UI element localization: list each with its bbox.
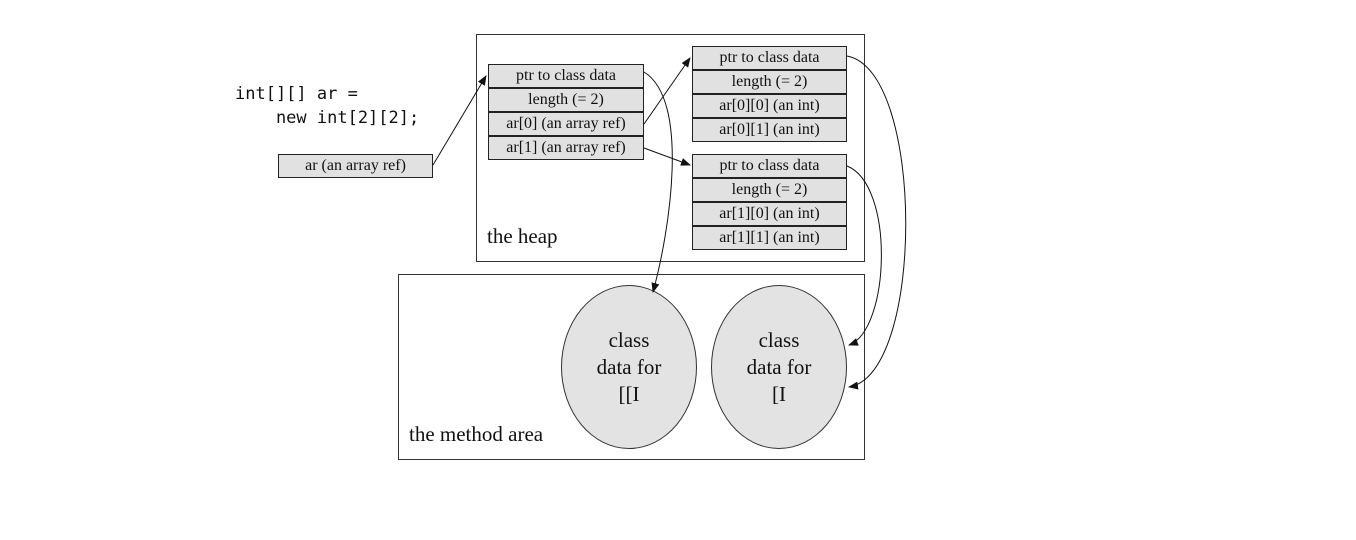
class-data-1d-int-array: class data for [I xyxy=(711,285,847,449)
class-data-2d-line-1: class xyxy=(608,327,650,352)
inner-array-1-element-1: ar[1][1] (an int) xyxy=(692,226,847,250)
local-array-ref: ar (an array ref) xyxy=(278,154,433,178)
inner-array-1-class-ptr: ptr to class data xyxy=(692,154,847,178)
outer-array-length: length (= 2) xyxy=(488,88,644,112)
class-data-1d-line-2: data for xyxy=(746,354,812,379)
class-data-2d-line-2: data for xyxy=(596,354,662,379)
inner-array-0-element-1: ar[0][1] (an int) xyxy=(692,118,847,142)
inner-array-0-length: length (= 2) xyxy=(692,70,847,94)
outer-array-element-1: ar[1] (an array ref) xyxy=(488,136,644,160)
arrow-local-to-outer-array xyxy=(432,75,487,166)
arrow-outer-ptr-to-class-2d xyxy=(643,71,673,293)
outer-array-class-ptr: ptr to class data xyxy=(488,64,644,88)
outer-array-element-0: ar[0] (an array ref) xyxy=(488,112,644,136)
arrow-inner0-ptr-to-class-1d xyxy=(846,55,907,390)
class-data-2d-line-3: [[I xyxy=(618,381,640,406)
code-line-1: int[][] ar = xyxy=(235,84,358,104)
arrow-element1-to-inner-array-1 xyxy=(643,147,691,166)
method-area-label: the method area xyxy=(409,422,544,446)
code-line-2: new int[2][2]; xyxy=(235,108,420,128)
code-snippet: int[][] ar = new int[2][2]; xyxy=(235,82,419,130)
arrow-inner1-ptr-to-class-1d xyxy=(846,165,882,346)
inner-array-0-element-0: ar[0][0] (an int) xyxy=(692,94,847,118)
inner-array-1-length: length (= 2) xyxy=(692,178,847,202)
class-data-2d-int-array: class data for [[I xyxy=(561,285,697,449)
heap-label: the heap xyxy=(487,224,558,248)
class-data-1d-line-1: class xyxy=(758,327,800,352)
inner-array-1-element-0: ar[1][0] (an int) xyxy=(692,202,847,226)
local-array-ref-label: ar (an array ref) xyxy=(305,157,406,174)
inner-array-0-class-ptr: ptr to class data xyxy=(692,46,847,70)
class-data-1d-line-3: [I xyxy=(772,381,786,406)
arrow-element0-to-inner-array-0 xyxy=(643,57,691,125)
